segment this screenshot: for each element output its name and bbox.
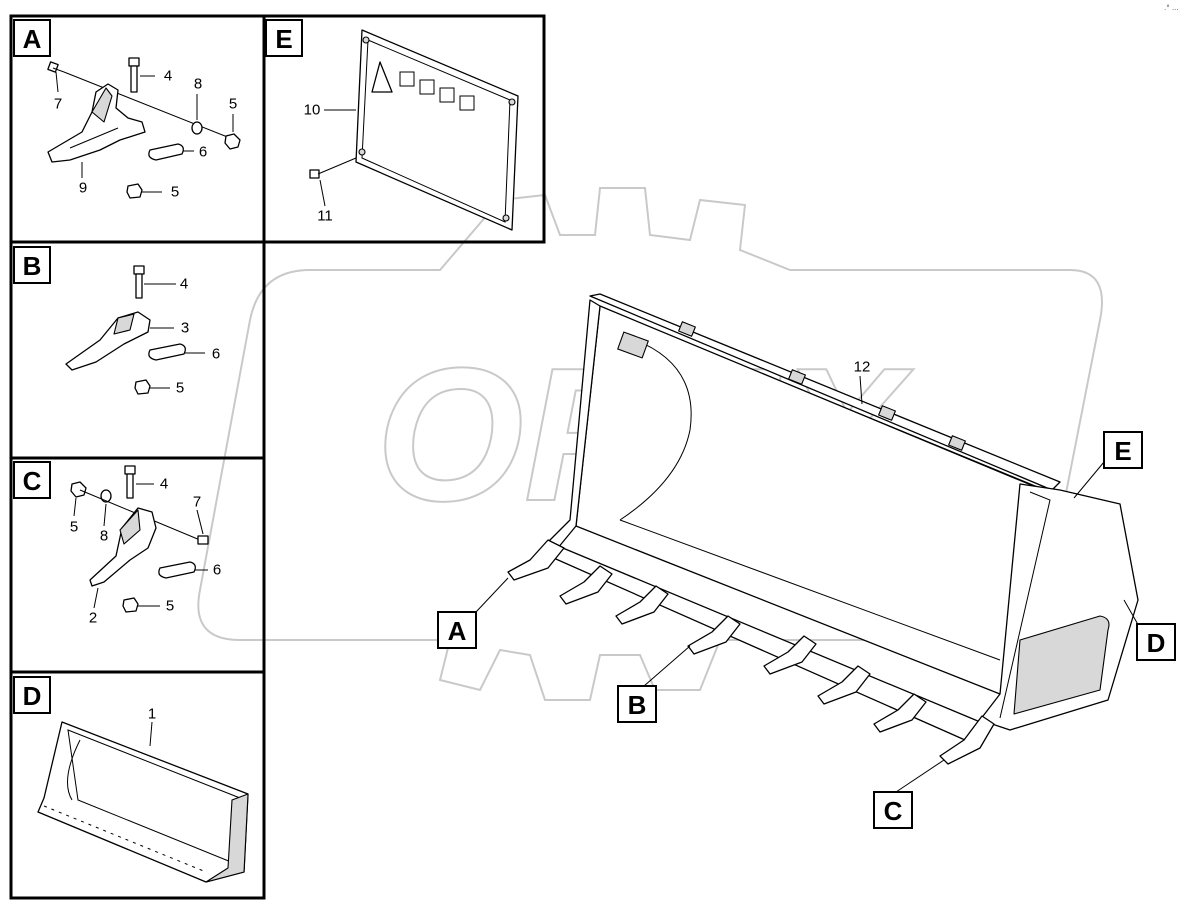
tooth-adapter-icon [47,83,146,163]
bolt-4-icon [128,57,140,93]
tooth-3-shade [113,313,135,335]
plate-6-icon [148,143,184,161]
callout-b-6: 6 [212,346,220,363]
callout-a-8: 8 [194,76,202,93]
callout-a-5b: 5 [171,184,179,201]
svg-text:B: B [23,251,42,281]
panel-b-drawing: 4 3 6 5 [65,265,220,397]
bucket-teeth [507,539,995,765]
panel-d-drawing: 1 [37,706,249,883]
callout-a-9: 9 [79,180,87,197]
callout-e-10: 10 [304,102,321,119]
tooth-icon [939,715,995,765]
nut-5-icon [224,133,241,150]
side-tooth-2-icon [89,507,157,587]
bucket-bracket [617,331,649,359]
plate-6c-icon [158,561,196,579]
pointer-label-a: A [437,577,509,649]
panel-a-drawing: 4 7 8 5 6 9 5 [47,57,241,201]
callout-b-4: 4 [180,276,188,293]
callout-d-1: 1 [148,706,156,723]
nut-5c-icon [134,379,151,395]
tooth-icon [559,565,613,605]
bolt-4b-icon [133,265,145,299]
side-tooth-2-shade [119,509,141,545]
tooth-3-icon [65,311,151,371]
pointer-label-d: D [1123,599,1176,661]
panel-e-label: E [265,19,303,57]
pointer-label-e: E [1073,431,1143,499]
tooth-icon [817,665,871,705]
panel-c-drawing: 4 5 8 7 6 2 5 [70,465,221,627]
axis-line [63,71,236,141]
svg-text:D: D [23,681,42,711]
callout-a-4: 4 [164,68,172,85]
svg-text:B: B [628,690,647,720]
callout-c-8: 8 [100,528,108,545]
washer-8b-icon [100,489,112,503]
panel-c-label: C [13,461,51,499]
tooth-icon [507,539,565,581]
svg-text:A: A [448,616,467,646]
panel-b-label: B [13,246,51,284]
bolt-7-icon [47,61,65,73]
panel-d-frame [9,670,266,900]
brand-logo-icon [371,61,393,93]
bucket-small-icon [37,721,249,883]
watermark-gear [197,187,1103,701]
tooth-icon [687,615,741,655]
panel-e-drawing: 10 11 [304,29,519,231]
tooth-icon [615,585,669,625]
callout-c-5b: 5 [166,598,174,615]
panel-e-frame [262,14,546,244]
nut-5e-icon [122,597,139,613]
tooth-icon [873,693,927,733]
top-rail-ribs [678,321,966,451]
panel-d-label: D [13,676,51,714]
callout-main-12: 12 [854,359,871,376]
svg-text:C: C [884,796,903,826]
pointer-label-c: C [873,759,945,829]
callout-c-2: 2 [89,610,97,627]
svg-text:E: E [275,24,292,54]
pointer-label-b: B [617,645,691,723]
corner-note: .° ... [1164,4,1179,12]
svg-text:E: E [1114,436,1131,466]
plate-6b-icon [148,343,186,361]
nameplate-icon [355,29,519,231]
svg-text:D: D [1147,628,1166,658]
nameplate-brand-glyphs-icon [399,71,475,111]
bolt-4c-icon [124,465,136,499]
callout-c-5: 5 [70,519,78,536]
callout-a-6: 6 [199,144,207,161]
callout-b-3: 3 [181,320,189,337]
callout-c-4: 4 [160,476,168,493]
callout-b-5: 5 [176,380,184,397]
panel-a-label: A [13,19,51,57]
main-bucket-drawing: 12 [507,293,1139,765]
callout-a-5: 5 [229,96,237,113]
bolt-7b-icon [197,535,209,545]
nut-5b-icon [126,183,143,199]
callout-e-11: 11 [317,208,333,225]
svg-text:C: C [23,466,42,496]
bucket-top-rail [589,293,1061,491]
callout-c-6: 6 [213,562,221,579]
tooth-icon [763,635,817,675]
bolt-11-icon [309,157,357,179]
callout-c-7: 7 [193,494,201,511]
tooth-adapter-shade [91,87,113,123]
callout-a-7: 7 [54,96,62,113]
svg-text:A: A [23,24,42,54]
washer-8-icon [191,121,203,135]
nut-5d-icon [70,481,87,498]
